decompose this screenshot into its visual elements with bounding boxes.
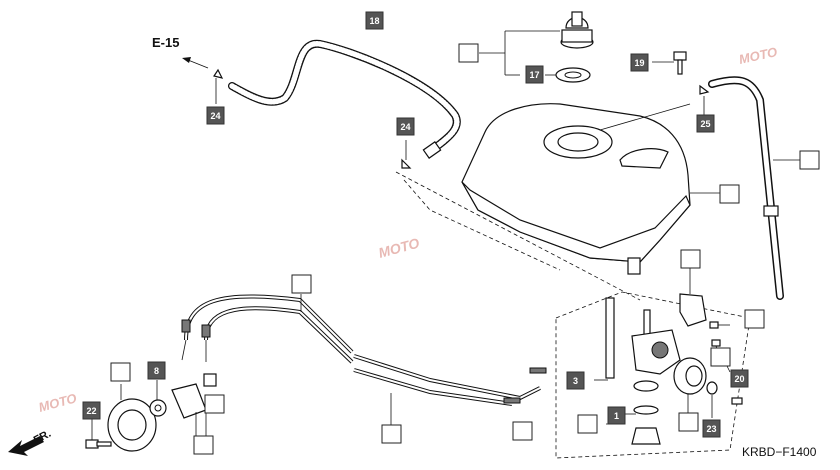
screw-small	[731, 397, 743, 405]
throttle-cables	[181, 294, 541, 425]
svg-text:18: 18	[369, 16, 379, 26]
tank-leader-lines	[599, 103, 720, 194]
hose-clip-upper	[213, 68, 224, 104]
washer-23	[706, 381, 718, 418]
pulley-bolt-22	[85, 418, 112, 449]
callout-22: 22	[82, 401, 101, 420]
front-direction-arrow: FR.	[8, 428, 53, 456]
vacuum-diaphragm	[673, 357, 707, 415]
svg-text:25: 25	[700, 119, 710, 129]
svg-text:3: 3	[573, 376, 578, 386]
watermark-logo-center: MOTO	[377, 235, 422, 261]
cap-leader-lines	[479, 30, 560, 76]
throttle-housing	[171, 373, 217, 440]
callout-24-lower: 24	[396, 117, 415, 136]
fuel-cap	[560, 11, 594, 49]
callout-25: 25	[696, 114, 715, 133]
throttle-pulley	[107, 384, 157, 452]
svg-text:20: 20	[734, 374, 744, 384]
bolt-19	[652, 51, 687, 75]
hose-clip-25	[699, 84, 710, 116]
drain-hose	[708, 76, 800, 300]
svg-text:23: 23	[706, 424, 716, 434]
callout-20: 20	[730, 369, 749, 388]
callout-23: 23	[702, 419, 721, 438]
svg-text:17: 17	[529, 70, 539, 80]
svg-text:24: 24	[400, 122, 410, 132]
callout-8: 8	[147, 361, 166, 380]
diagram-code: KRBD−F1400	[742, 445, 817, 459]
reference-arrow	[182, 57, 209, 69]
front-label: FR.	[32, 428, 53, 447]
callout-24-upper: 24	[206, 106, 225, 125]
svg-text:8: 8	[154, 366, 159, 376]
callout-1: 1	[607, 406, 626, 425]
callout-19: 19	[630, 53, 649, 72]
unnumbered-callouts	[110, 43, 820, 455]
cable-fittings	[181, 319, 547, 404]
callout-18: 18	[365, 11, 384, 30]
breather-hose	[228, 39, 461, 159]
washer-8	[149, 380, 167, 417]
callout-17: 17	[525, 65, 544, 84]
reference-label: E-15	[152, 35, 179, 50]
svg-text:24: 24	[210, 111, 220, 121]
fuel-cock-bracket	[679, 268, 707, 327]
watermark-logo-left: MOTO	[37, 390, 78, 415]
watermark-logo: MOTO	[738, 44, 779, 67]
fuel-cock	[594, 297, 681, 445]
svg-text:22: 22	[86, 406, 96, 416]
svg-text:19: 19	[634, 58, 644, 68]
cap-gasket	[555, 67, 591, 83]
hose-clip-lower	[401, 140, 412, 169]
svg-text:1: 1	[614, 411, 619, 421]
callout-3: 3	[566, 371, 585, 390]
fuel-tank	[461, 103, 691, 275]
